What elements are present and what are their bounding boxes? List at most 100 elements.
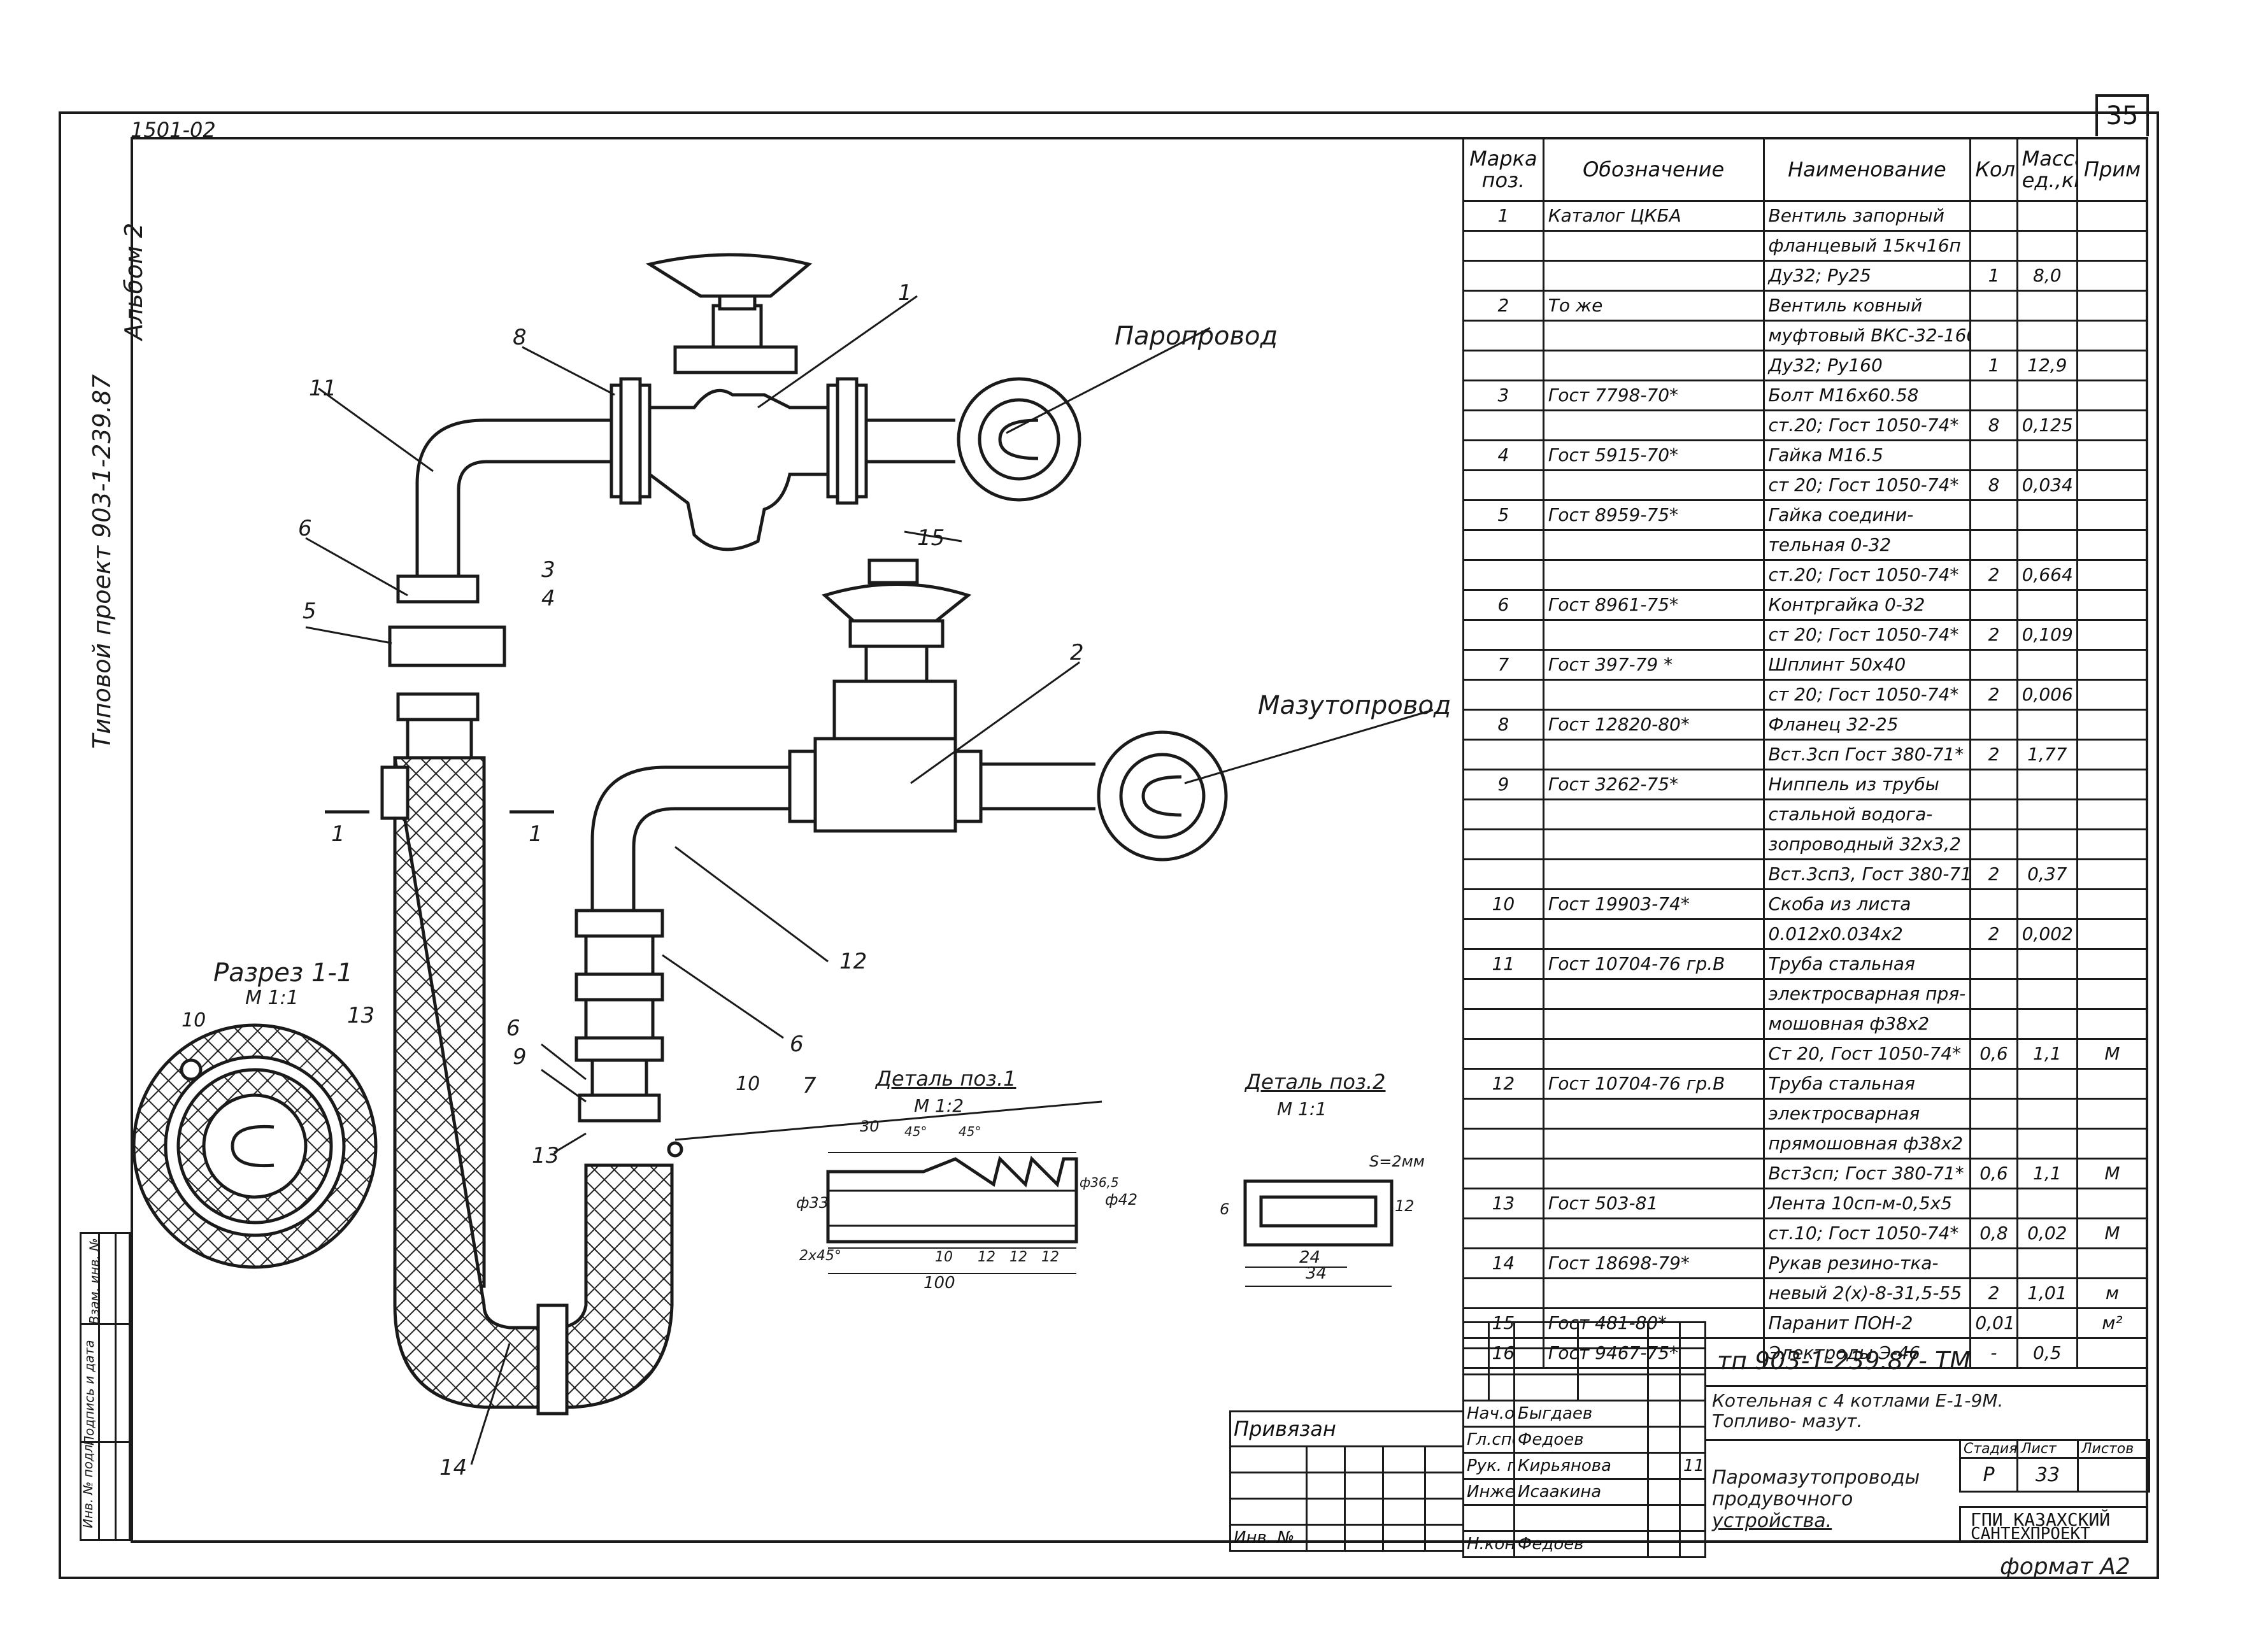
name-0: Быгдаев: [1513, 1400, 1649, 1428]
spec-col-mark: Марка поз.: [1462, 137, 1544, 202]
spec-qty: [1969, 380, 2018, 411]
spec-name: зопроводный 32х3,2: [1762, 828, 1972, 860]
spec-mass: [2016, 709, 2078, 741]
spec-qty: 1: [1969, 260, 2018, 292]
callout-15: 15: [917, 525, 945, 551]
spec-designation: [1542, 1217, 1765, 1249]
spec-mark: 4: [1462, 439, 1544, 471]
spec-qty: 2: [1969, 679, 2018, 711]
spec-mass: 12,9: [2016, 350, 2078, 381]
spec-name: стальной водога-: [1762, 798, 1972, 830]
spec-name: муфтовый ВКС-32-160: [1762, 320, 1972, 351]
spec-mark: [1462, 1277, 1544, 1309]
spec-designation: Гост 397-79 *: [1542, 649, 1765, 681]
spec-mark: [1462, 409, 1544, 441]
spec-name: Вст.3сп3, Гост 380-71*: [1762, 858, 1972, 890]
spec-name: Труба стальная: [1762, 1068, 1972, 1100]
spec-qty: 1: [1969, 350, 2018, 381]
spec-name: электросварная пря-: [1762, 978, 1972, 1010]
spec-note: [2076, 948, 2149, 980]
spec-mass: [2016, 1098, 2078, 1130]
spec-designation: То же: [1542, 290, 1765, 322]
stage-value: Р: [1959, 1457, 2018, 1493]
spec-mass: [2016, 320, 2078, 351]
spec-mark: 6: [1462, 589, 1544, 621]
spec-mass: [2016, 589, 2078, 621]
spec-note: [2076, 230, 2149, 262]
spec-note: [2076, 798, 2149, 830]
page-number: 35: [2095, 94, 2149, 136]
fuel-pipe: [590, 765, 790, 911]
spec-note: м: [2076, 1277, 2149, 1309]
spec-mass: [2016, 828, 2078, 860]
spec-note: [2076, 858, 2149, 890]
spec-mass: [2016, 948, 2078, 980]
role-1: Гл.спец: [1462, 1426, 1515, 1454]
callout-13a: 13: [347, 1003, 375, 1028]
left-stamp-strip: Инв. № подл. Подпись и дата Взам. инв. №: [80, 1232, 131, 1541]
spec-note: [2076, 1128, 2149, 1160]
spec-qty: 2: [1969, 559, 2018, 591]
spec-name: Фланец 32-25: [1762, 709, 1972, 741]
spec-mass: 0,02: [2016, 1217, 2078, 1249]
spec-name: Контргайка 0-32: [1762, 589, 1972, 621]
spec-header-row: Марка поз. Обозначение Наименование Кол.…: [1462, 137, 2149, 202]
spec-mark: [1462, 1158, 1544, 1189]
spec-name: фланцевый 15кч16п: [1762, 230, 1972, 262]
d1-dim-12b: 12: [1009, 1249, 1027, 1265]
d2-dim-34: 34: [1306, 1264, 1327, 1283]
handwheel-1: [645, 253, 813, 298]
spec-mark: [1462, 230, 1544, 262]
spec-mark: 8: [1462, 709, 1544, 741]
spec-mass: 0,664: [2016, 559, 2078, 591]
fuel-valve-body: [813, 737, 957, 833]
project-code: тп 903-1-239.87- ТМ: [1717, 1347, 1971, 1375]
spec-designation: Гост 5915-70*: [1542, 439, 1765, 471]
callout-6a: 6: [298, 516, 312, 541]
spec-mark: [1462, 619, 1544, 651]
spec-mark: 9: [1462, 769, 1544, 800]
spec-qty: [1969, 888, 2018, 920]
spec-mass: [2016, 978, 2078, 1010]
outer-frame: [59, 111, 2159, 1579]
spec-mass: 8,0: [2016, 260, 2078, 292]
spec-row: зопроводный 32х3,2: [1462, 828, 2149, 860]
d1-dim-45a: 45°: [904, 1124, 927, 1139]
spec-designation: [1542, 978, 1765, 1010]
d1-dim-10: 10: [935, 1249, 953, 1265]
spec-mass: [2016, 888, 2078, 920]
spec-designation: Гост 10704-76 гр.В: [1542, 948, 1765, 980]
detail2-scale: М 1:1: [1277, 1098, 1327, 1119]
spec-row: электросварная: [1462, 1098, 2149, 1130]
spec-mass: [2016, 439, 2078, 471]
role-3: Инженер: [1462, 1478, 1515, 1506]
spec-mass: 1,1: [2016, 1158, 2078, 1189]
spec-qty: 8: [1969, 469, 2018, 501]
spec-designation: [1542, 350, 1765, 381]
spec-note: [2076, 709, 2149, 741]
spec-qty: 2: [1969, 619, 2018, 651]
spec-row: мошовная ф38х2: [1462, 1008, 2149, 1040]
roles-table: Нач.отд.Быгдаев Гл.спецФедоев Рук. гр.Ки…: [1462, 1321, 1706, 1558]
bound-label: Привязан: [1229, 1410, 1465, 1447]
spec-designation: Гост 19903-74*: [1542, 888, 1765, 920]
spec-mark: [1462, 1038, 1544, 1070]
spec-qty: [1969, 978, 2018, 1010]
spec-mark: 1: [1462, 200, 1544, 232]
section-scale: М 1:1: [245, 987, 299, 1009]
callout-11: 11: [309, 376, 337, 401]
spec-qty: [1969, 589, 2018, 621]
